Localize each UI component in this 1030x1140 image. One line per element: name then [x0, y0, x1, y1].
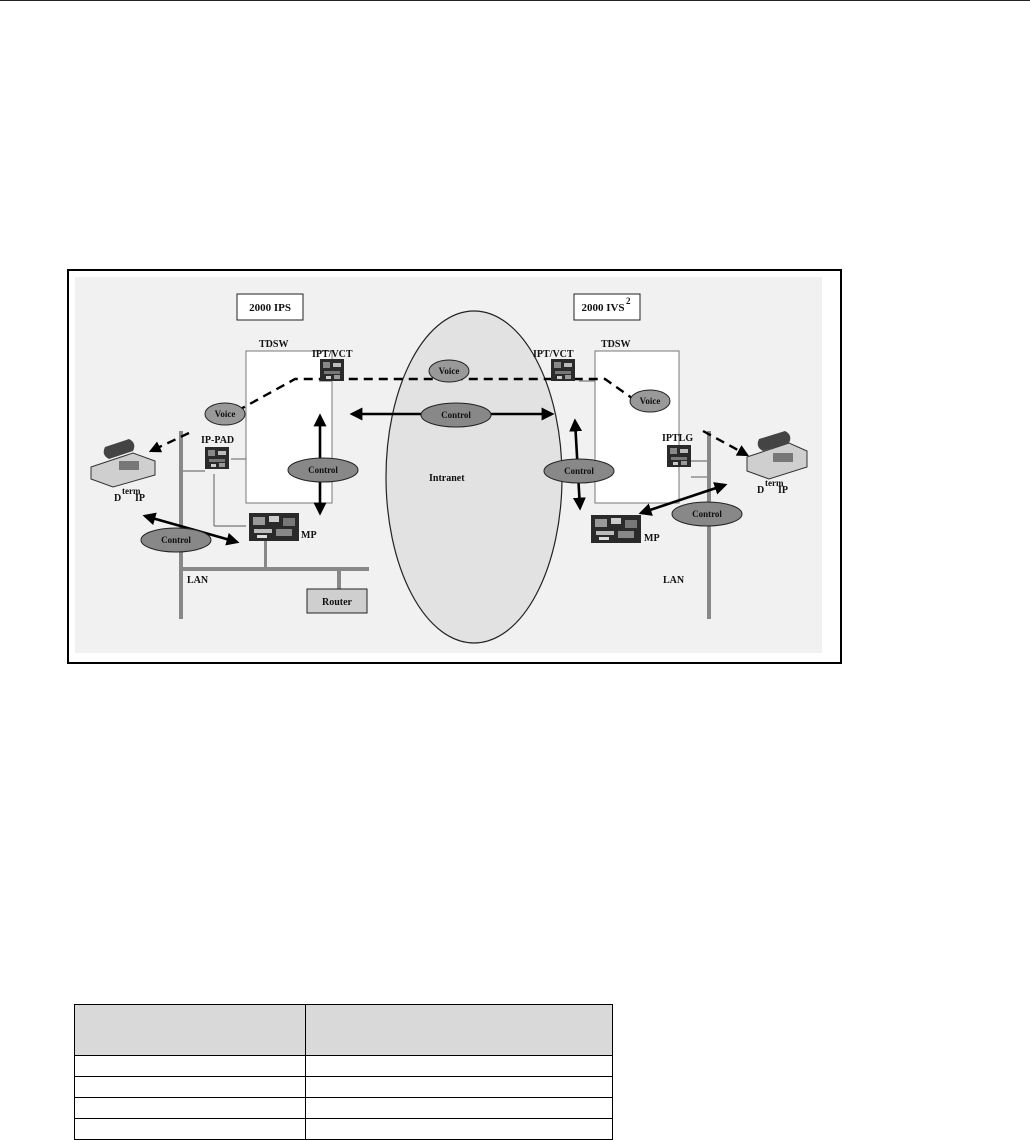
- table-row: [74, 1076, 613, 1098]
- svg-text:Control: Control: [308, 465, 338, 475]
- voice-oval-left: Voice: [204, 402, 246, 426]
- table-row: [74, 1055, 613, 1077]
- iptvct-left-label: IPT/VCT: [312, 349, 353, 360]
- svg-text:Control: Control: [441, 410, 471, 420]
- voice-oval-right: Voice: [629, 389, 671, 413]
- svg-text:Control: Control: [564, 466, 594, 476]
- control-oval-right-bottom: Control: [671, 501, 743, 527]
- phone-left-label-a: D: [114, 493, 121, 504]
- control-oval-center: Control: [420, 402, 492, 428]
- router-box: [306, 588, 368, 614]
- phone-right-label-b: IP: [778, 485, 788, 496]
- mp-left-lan-link: [264, 541, 267, 569]
- table-header-cell: [305, 1004, 613, 1056]
- lan-left-horizontal: [179, 567, 369, 571]
- mp-right-label: MP: [644, 533, 660, 544]
- table-header-cell: [74, 1004, 306, 1056]
- router-label: Router: [322, 597, 353, 608]
- ippad-label: IP-PAD: [201, 435, 234, 446]
- table-cell: [74, 1055, 306, 1077]
- system-right-label: 2000 IVS: [581, 302, 624, 314]
- control-oval-left-mid: Control: [287, 457, 359, 483]
- network-diagram-figure: 2000 IPS 2000 IVS 2 TDSW TDSW Router: [67, 269, 842, 664]
- control-oval-right-mid: Control: [543, 458, 615, 484]
- spec-table: [74, 1004, 613, 1140]
- intranet-label: Intranet: [429, 473, 465, 484]
- lan-right-label: LAN: [663, 575, 685, 586]
- phone-left-label-b: IP: [135, 493, 145, 504]
- voice-to-right-phone: [702, 429, 750, 457]
- system-right-box: [573, 293, 641, 321]
- iptlg-board: [667, 445, 691, 467]
- network-diagram: 2000 IPS 2000 IVS 2 TDSW TDSW Router: [75, 277, 822, 653]
- control-arrow-right-phone: [638, 482, 728, 516]
- intranet-cloud: [385, 310, 563, 644]
- iptvct-left-board: [320, 359, 344, 381]
- voice-to-left-phone: [148, 431, 190, 453]
- table-row: [74, 1118, 613, 1140]
- table-cell: [305, 1076, 613, 1098]
- svg-text:Voice: Voice: [215, 409, 236, 419]
- tdsw-right-box: [594, 350, 680, 504]
- svg-text:Control: Control: [692, 509, 722, 519]
- table-cell: [305, 1097, 613, 1119]
- phone-left-icon: [90, 439, 156, 488]
- table-header-row: [74, 1004, 613, 1056]
- svg-text:Control: Control: [161, 535, 191, 545]
- phone-right-label-a: D: [757, 485, 764, 496]
- table-cell: [74, 1076, 306, 1098]
- svg-text:Voice: Voice: [640, 396, 661, 406]
- iptvct-right-board: [551, 359, 575, 381]
- system-left-label: 2000 IPS: [249, 302, 291, 314]
- ippad-board: [205, 447, 229, 469]
- table-row: [74, 1097, 613, 1119]
- svg-text:Voice: Voice: [439, 366, 460, 376]
- iptvct-right-label: IPT/VCT: [533, 349, 574, 360]
- table-cell: [305, 1055, 613, 1077]
- control-oval-left-bottom: Control: [140, 527, 212, 553]
- mp-left-board: [249, 513, 299, 541]
- system-right-superscript: 2: [626, 296, 631, 306]
- table-cell: [74, 1097, 306, 1119]
- system-left-box: [236, 293, 304, 321]
- table-cell: [305, 1118, 613, 1140]
- lan-left-label: LAN: [187, 575, 209, 586]
- phone-right-label-sup: term: [765, 478, 784, 488]
- tdsw-left-label: TDSW: [259, 339, 288, 350]
- table-cell: [74, 1118, 306, 1140]
- mp-right-board: [591, 515, 641, 543]
- phone-left-label-sup: term: [122, 486, 141, 496]
- phone-right-icon: [746, 431, 808, 480]
- tdsw-right-label: TDSW: [601, 339, 630, 350]
- mp-left-label: MP: [301, 530, 317, 541]
- iptlg-label: IPTLG: [662, 433, 693, 444]
- router-link: [337, 571, 341, 591]
- voice-oval-center: Voice: [428, 359, 470, 383]
- page-top-rule: [0, 0, 1030, 1]
